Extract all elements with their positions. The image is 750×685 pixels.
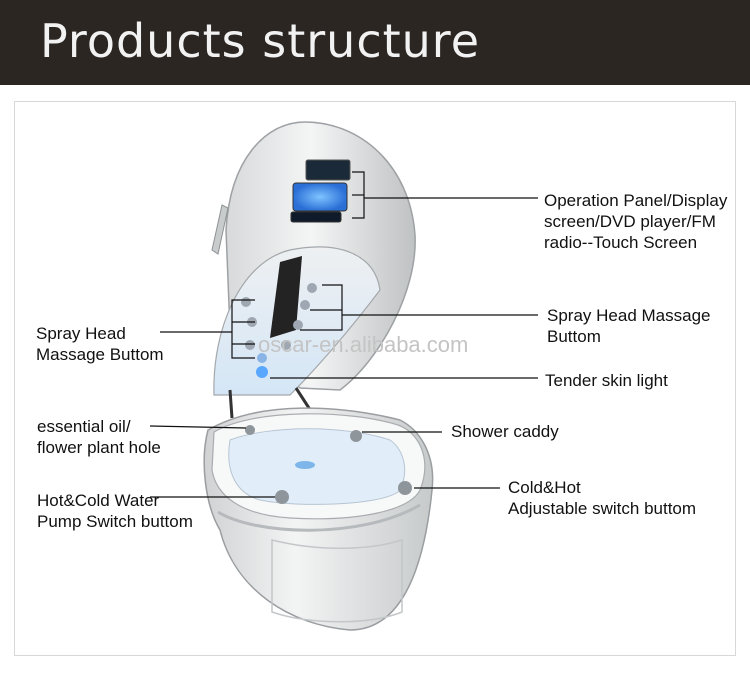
spray-head-panel	[241, 256, 317, 378]
label-hot-cold-pump: Hot&Cold Water Pump Switch buttom	[37, 491, 193, 531]
label-spray-head-right: Spray Head Massage Buttom	[547, 306, 711, 346]
label-operation-panel: Operation Panel/Display screen/DVD playe…	[544, 191, 728, 252]
label-cold-hot-switch: Cold&Hot Adjustable switch buttom	[508, 478, 697, 518]
label-essential-oil: essential oil/ flower plant hole	[37, 417, 161, 457]
header-bar: Products structure	[0, 0, 750, 85]
tub-base	[203, 407, 434, 631]
display-panel	[290, 159, 351, 223]
label-tender-skin-light: Tender skin light	[545, 371, 668, 390]
leader-lines	[149, 171, 538, 498]
page-title: Products structure	[40, 14, 480, 68]
watermark: oscar-en.alibaba.com	[258, 332, 469, 357]
label-shower-caddy: Shower caddy	[451, 422, 559, 441]
label-spray-head-left: Spray Head Massage Buttom	[36, 324, 164, 364]
